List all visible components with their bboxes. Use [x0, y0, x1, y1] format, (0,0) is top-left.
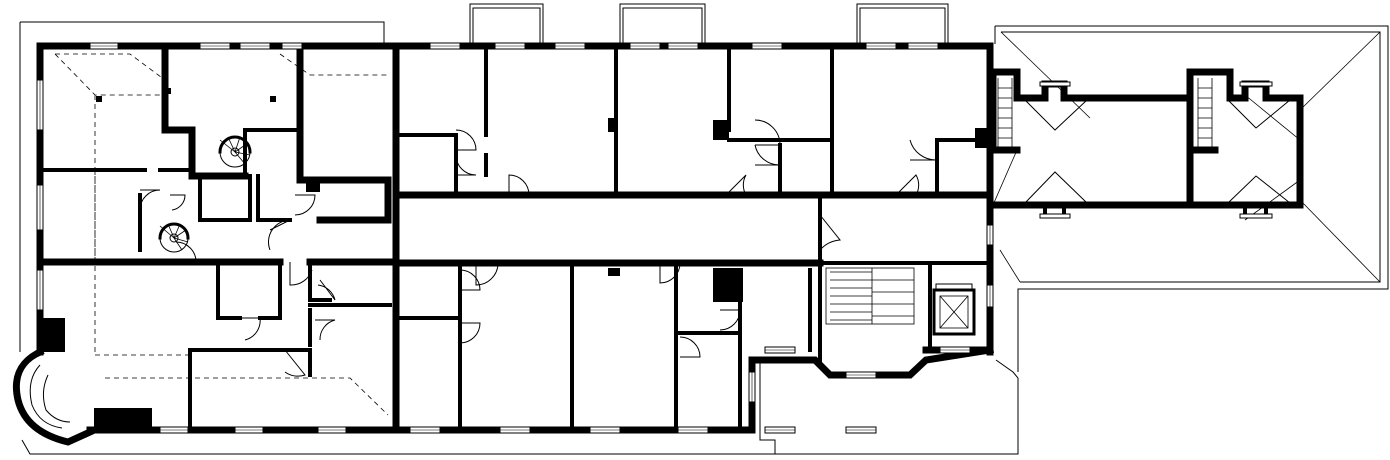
roof-dashed-outline [54, 53, 390, 416]
bay-windows-top [469, 3, 949, 44]
columns [96, 88, 989, 302]
elevator [932, 283, 976, 336]
roof-outline [19, 21, 1389, 455]
right-wing [989, 68, 1304, 219]
windows [36, 42, 994, 434]
left-wing-walls [36, 42, 394, 432]
spiral-stairs [158, 135, 252, 253]
main-staircase [825, 267, 915, 325]
door-swings [139, 119, 938, 377]
